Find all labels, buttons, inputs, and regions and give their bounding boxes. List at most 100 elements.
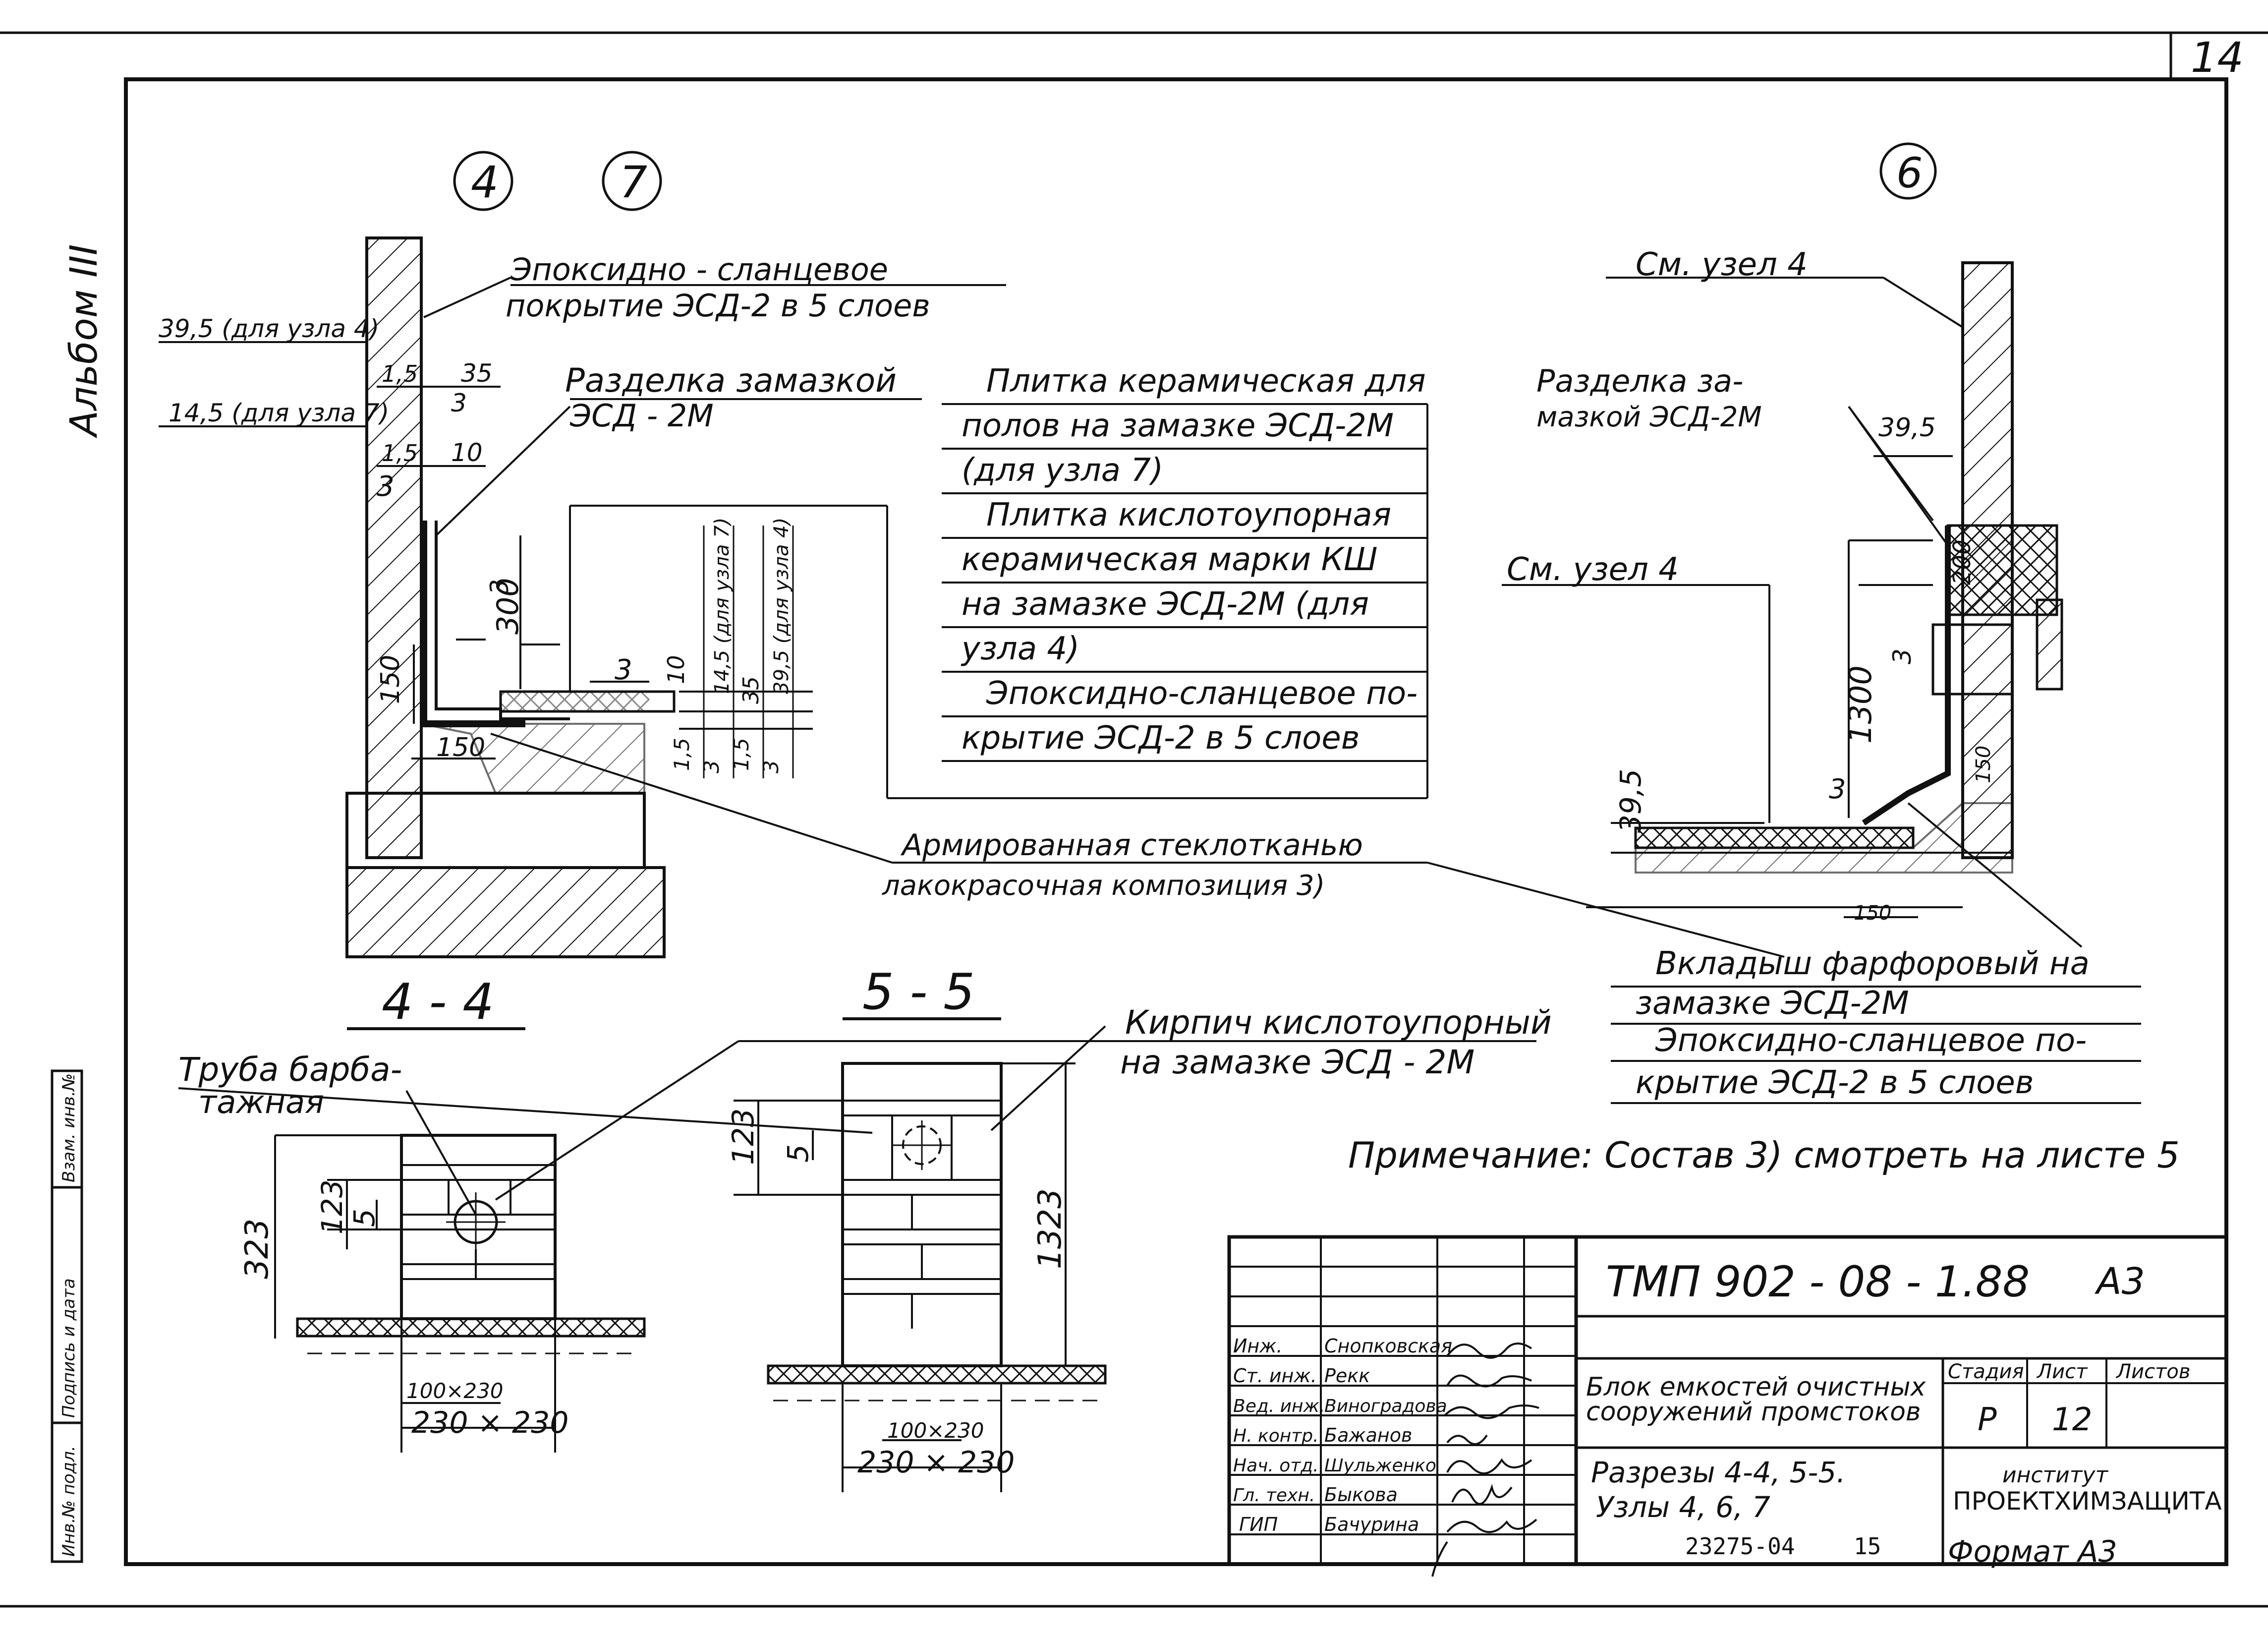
title-block: ТМП 902 - 08 - 1.88 А3 Блок емкостей очи… — [1227, 1235, 2228, 1577]
dim-323: 323 — [239, 1219, 276, 1279]
bdim-4: 3 — [759, 760, 783, 773]
left-detail: Эпоксидно - сланцевое покрытие ЭСД-2 в 5… — [159, 236, 1427, 958]
brick-label-1: Кирпич кислотоупорный — [1125, 1003, 1552, 1042]
armir-label-1: Армированная стеклотканью — [900, 828, 1363, 863]
dim-150-horizontal: 150 — [436, 733, 485, 762]
signature-7 — [1431, 1519, 1537, 1577]
note-line-6: на замазке ЭСД-2М (для — [962, 586, 1369, 623]
node-circle-7: 7 — [602, 151, 662, 211]
stage-value: Р — [1978, 1402, 1997, 1438]
role-3: Вед. инж. — [1233, 1396, 1325, 1416]
note-line-3: (для узла 7) — [962, 452, 1163, 489]
dim-35: 35 — [461, 359, 493, 388]
right-detail: См. узел 4 Разделка за- мазкой ЭСД-2М 39… — [1502, 246, 2083, 948]
armir-label-2: лакокрасочная композиция 3) — [882, 870, 1325, 902]
see-node-mid: См. узел 4 — [1507, 551, 1679, 588]
razdelka-label-1: Разделка замазкой — [565, 361, 897, 400]
dim-3-right-a: 3 — [1888, 648, 1917, 664]
right-note-1: Вкладыш фарфоровый на — [1655, 945, 2090, 982]
vdim-39-5: 39,5 (для узла 4) — [770, 518, 793, 694]
pipe-label-1: Труба барба- — [178, 1051, 402, 1089]
coating-label-2: покрытие ЭСД-2 в 5 слоев — [506, 288, 930, 324]
dim-200: 200 — [1948, 539, 1976, 585]
role-6: Гл. техн. — [1233, 1485, 1315, 1506]
node-circle-6: 6 — [1879, 142, 1937, 200]
album-label: Альбом III — [61, 244, 106, 439]
razdelka-label-2: ЭСД - 2М — [569, 398, 714, 434]
name-1: Снопковская — [1324, 1335, 1452, 1357]
signature-3 — [1444, 1404, 1539, 1419]
bdim-3: 1,5 — [729, 738, 753, 771]
dim-300: 300 — [491, 578, 525, 635]
stamp-signature-label: Подпись и дата — [59, 1278, 79, 1418]
sheet-value: 12 — [2052, 1402, 2092, 1438]
archive-page: 15 — [1854, 1533, 1881, 1560]
dim-3b: 3 — [377, 470, 395, 503]
note-line-9: крытие ЭСД-2 в 5 слоев — [962, 720, 1360, 757]
dim-39-5-label: 39,5 (для узла 4) — [159, 314, 379, 343]
right-note-2: замазке ЭСД-2М — [1636, 985, 1909, 1022]
note-line-1: Плитка керамическая для — [986, 363, 1426, 400]
dim-39-5-right-a: 39,5 — [1878, 413, 1936, 443]
notes-table: Плитка керамическая для полов на замазке… — [942, 363, 1428, 798]
format-bottom: Формат А3 — [1948, 1534, 2117, 1569]
name-7: Бачурина — [1324, 1514, 1419, 1535]
dim-150-right-vertical: 150 — [1972, 746, 1995, 783]
signature-4 — [1446, 1434, 1488, 1445]
dim-10: 10 — [451, 438, 483, 467]
hdr-stage: Стадия — [1948, 1360, 2024, 1383]
sections-2: Узлы 4, 6, 7 — [1596, 1490, 1770, 1524]
vdim-10: 10 — [663, 655, 689, 684]
vdim-35: 35 — [738, 676, 764, 704]
dim-100x230-55: 100×230 — [887, 1418, 984, 1443]
section-44-title: 4 - 4 — [382, 973, 494, 1031]
stamp-inv-label: Инв.№ подл. — [59, 1446, 79, 1557]
sheet-frame — [0, 31, 2268, 1608]
razdelka-right-2: мазкой ЭСД-2М — [1536, 401, 1762, 433]
name-3: Виноградова — [1324, 1396, 1447, 1416]
dim-1300: 1300 — [1842, 665, 1878, 744]
sections-1: Разрезы 4-4, 5-5. — [1591, 1456, 1846, 1489]
dim-1-5a: 1,5 — [382, 360, 418, 387]
svg-text:4: 4 — [471, 157, 499, 208]
signature-5 — [1446, 1458, 1532, 1474]
armir-note: Армированная стеклотканью лакокрасочная … — [490, 733, 1785, 958]
svg-text:7: 7 — [620, 157, 647, 208]
razdelka-right-1: Разделка за- — [1536, 363, 1743, 399]
side-stamp: Инв.№ подл. Подпись и дата Взам. инв.№ — [51, 1069, 83, 1563]
signature-1 — [1446, 1343, 1532, 1359]
description-1: Блок емкостей очистных — [1586, 1372, 1927, 1402]
vdim-14-5: 14,5 (для узла 7) — [711, 518, 734, 694]
dim-123-55: 123 — [726, 1108, 761, 1165]
stamp-replace-label: Взам. инв.№ — [59, 1073, 79, 1182]
name-4: Бажанов — [1324, 1424, 1412, 1446]
note-line-2: полов на замазке ЭСД-2М — [962, 408, 1394, 444]
dim-1-5b: 1,5 — [382, 440, 418, 467]
section-4-4: 4 - 4 Труба барба- тажная 323 123 — [178, 973, 873, 1453]
right-notes: Вкладыш фарфоровый на замазке ЭСД-2М Эпо… — [1611, 945, 2141, 1104]
dim-3-right-b: 3 — [1829, 773, 1846, 805]
dim-3a: 3 — [451, 389, 467, 417]
section-5-5: 5 - 5 123 5 1 — [495, 963, 1536, 1492]
right-note-4: крытие ЭСД-2 в 5 слоев — [1636, 1064, 2034, 1101]
node-circle-4: 4 — [453, 151, 513, 211]
dim-5-55: 5 — [781, 1144, 815, 1163]
dim-1323: 1323 — [1032, 1188, 1069, 1269]
brick-label-2: на замазке ЭСД - 2М — [1120, 1043, 1474, 1081]
name-2: Рекк — [1324, 1365, 1370, 1387]
dim-230x230-44: 230 × 230 — [411, 1405, 568, 1440]
dim-150-right-horizontal: 150 — [1854, 902, 1891, 925]
dim-230x230-55: 230 × 230 — [857, 1445, 1015, 1480]
svg-text:6: 6 — [1896, 149, 1923, 197]
dim-100x230-44: 100×230 — [406, 1379, 504, 1403]
note-line-4: Плитка кислотоупорная — [986, 497, 1391, 533]
format-top: А3 — [2095, 1260, 2145, 1303]
dim-150-vertical: 150 — [376, 655, 405, 704]
dim-3d: 3 — [615, 654, 632, 686]
archive-number: 23275-04 — [1685, 1533, 1795, 1560]
bdim-1: 1,5 — [670, 738, 694, 771]
right-note-3: Эпоксидно-сланцевое по- — [1655, 1022, 2087, 1059]
page-number: 14 — [2191, 33, 2244, 82]
dim-123-44: 123 — [315, 1179, 349, 1234]
